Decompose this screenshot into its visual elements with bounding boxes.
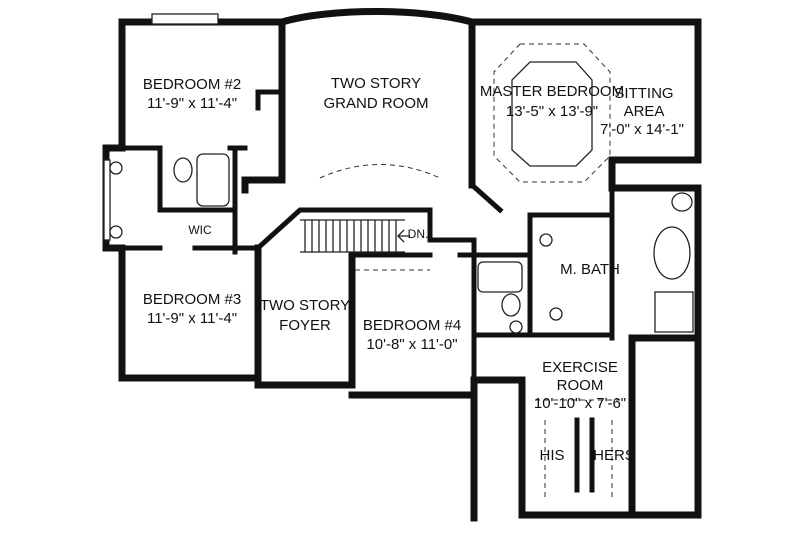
label-hers: HERS <box>593 447 635 464</box>
window-b2 <box>151 13 219 25</box>
label-bedroom3-name: BEDROOM #3 <box>143 291 241 308</box>
toilet-master <box>671 192 693 212</box>
foyer-wall <box>254 244 478 399</box>
closet-wing-wall <box>628 334 702 519</box>
stair-arrow-icon <box>397 229 410 243</box>
label-stair-dn: DN. <box>408 227 429 241</box>
room-labels: BEDROOM #2 11'-9" x 11'-4" TWO STORY GRA… <box>143 75 684 464</box>
label-bedroom4-size: 10'-8" x 11'-0" <box>366 336 457 353</box>
label-bedroom3-size: 11'-9" x 11'-4" <box>147 310 237 327</box>
label-master-size: 13'-5" x 13'-9" <box>506 103 598 120</box>
label-exercise-2: ROOM <box>557 377 604 394</box>
label-sitting-size: 7'-0" x 14'-1" <box>600 121 684 138</box>
label-exercise-size: 10'-10" x 7'-6" <box>534 395 626 412</box>
balcony-curve <box>319 164 441 179</box>
label-his: HIS <box>539 447 564 464</box>
label-bedroom2-name: BEDROOM #2 <box>143 76 241 93</box>
label-master-name: MASTER BEDROOM <box>480 83 624 100</box>
label-bedroom2-size: 11'-9" x 11'-4" <box>147 95 237 112</box>
sink-master-2 <box>549 307 563 321</box>
label-m-bath: M. BATH <box>560 261 620 278</box>
tub-bath-2 <box>477 261 523 293</box>
wall-stair-hall <box>254 207 473 252</box>
label-foyer-1: TWO STORY <box>260 297 350 314</box>
label-wic: WIC <box>188 223 212 237</box>
master-ceiling-outer <box>493 43 611 183</box>
label-exercise-1: EXERCISE <box>542 359 618 376</box>
interior-walls <box>119 89 615 518</box>
details <box>103 13 694 500</box>
tub-hall-bath <box>196 153 230 207</box>
shower-master <box>654 291 694 333</box>
label-sitting-1: SITTING <box>614 85 673 102</box>
window-left <box>103 159 111 241</box>
label-foyer-2: FOYER <box>279 317 331 334</box>
sink-left-1 <box>109 161 123 175</box>
toilet-bath-2 <box>501 293 521 317</box>
label-sitting-2: AREA <box>624 103 665 120</box>
sink-bath-2 <box>509 320 523 334</box>
master-ceiling-inner <box>511 61 593 167</box>
label-grand-room-2: GRAND ROOM <box>324 95 429 112</box>
label-grand-room-1: TWO STORY <box>331 75 421 92</box>
toilet-hall-bath <box>173 157 193 183</box>
sink-left-2 <box>109 225 123 239</box>
stair-treads <box>300 219 405 253</box>
grand-room-wall <box>277 8 477 189</box>
tub-master <box>653 226 691 280</box>
wall-mbed-diag <box>468 181 504 214</box>
sink-master-1 <box>539 233 553 247</box>
label-bedroom4-name: BEDROOM #4 <box>363 317 461 334</box>
